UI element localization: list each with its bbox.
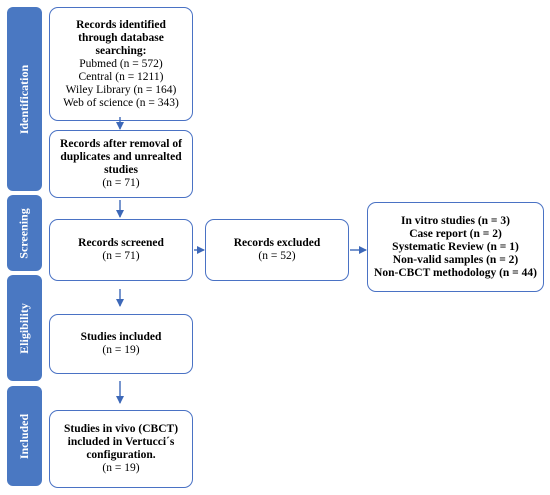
source-wiley: Wiley Library (n = 164) (65, 83, 177, 96)
final-studies-box: Studies in vivo (CBCT) included in Vertu… (49, 410, 193, 488)
records-excluded-count: (n = 52) (258, 250, 296, 262)
exclusion-reasons-box: In vitro studies (n = 3) Case report (n … (367, 202, 544, 292)
stage-screening: Screening (7, 195, 42, 271)
records-screened-title: Records screened (78, 237, 164, 249)
after-duplicates-title-2: duplicates and unrealted (60, 151, 182, 163)
stage-eligibility: Eligibility (7, 275, 42, 381)
source-central: Central (n = 1211) (78, 70, 164, 83)
source-wos: Web of science (n = 343) (63, 96, 179, 109)
reason-in-vitro: In vitro studies (n = 3) (401, 214, 510, 227)
reason-non-valid-samples: Non-valid samples (n = 2) (392, 253, 519, 266)
records-identified-box: Records identified through database sear… (49, 7, 193, 121)
records-identified-title-1: Records identified (76, 18, 166, 31)
studies-included-title: Studies included (80, 331, 162, 343)
reason-non-cbct: Non-CBCT methodology (n = 44) (374, 266, 537, 279)
records-screened-box: Records screened (n = 71) (49, 219, 193, 281)
after-duplicates-count: (n = 71) (102, 177, 140, 189)
after-duplicates-title-1: Records after removal of (60, 138, 182, 150)
records-screened-count: (n = 71) (102, 250, 140, 262)
records-excluded-box: Records excluded (n = 52) (205, 219, 349, 281)
records-after-duplicates-box: Records after removal of duplicates and … (49, 130, 193, 198)
final-title-2: included in Vertucci´s (67, 436, 175, 448)
records-identified-title-3: searching: (95, 44, 147, 57)
source-pubmed: Pubmed (n = 572) (79, 57, 163, 70)
studies-included-box: Studies included (n = 19) (49, 314, 193, 374)
after-duplicates-title-3: studies (104, 164, 138, 176)
records-identified-title-2: through database (78, 31, 164, 44)
stage-included: Included (7, 386, 42, 486)
reason-case-report: Case report (n = 2) (409, 227, 502, 240)
final-title-3: configuration. (86, 449, 156, 461)
studies-included-count: (n = 19) (102, 344, 140, 356)
stage-identification: Identification (7, 7, 42, 191)
final-count: (n = 19) (102, 462, 140, 474)
final-title-1: Studies in vivo (CBCT) (63, 423, 179, 435)
reason-systematic-review: Systematic Review (n = 1) (392, 240, 519, 253)
records-excluded-title: Records excluded (233, 237, 321, 249)
